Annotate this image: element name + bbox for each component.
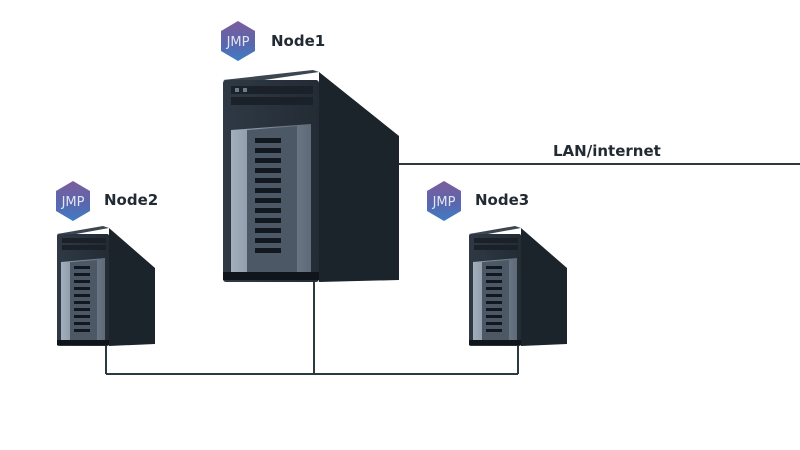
server-tower-icon — [469, 226, 567, 346]
node3-label: Node3 — [475, 191, 529, 209]
link-label: LAN/internet — [553, 142, 661, 160]
jmp-logo-icon — [427, 181, 461, 221]
server-tower-icon — [223, 70, 399, 282]
node2-badge: JMP — [56, 181, 90, 221]
server-tower-icon — [57, 226, 155, 346]
node3-badge-text: JMP — [432, 195, 456, 210]
node1-badge-text: JMP — [226, 35, 250, 50]
node2-badge-text: JMP — [61, 195, 85, 210]
node1-label: Node1 — [271, 32, 325, 50]
node2-label: Node2 — [104, 191, 158, 209]
jmp-logo-icon — [56, 181, 90, 221]
node1[interactable] — [223, 70, 399, 282]
node3-badge: JMP — [427, 181, 461, 221]
jmp-logo-icon — [221, 21, 255, 61]
node3[interactable] — [469, 226, 567, 346]
node2[interactable] — [57, 226, 155, 346]
network-links — [105, 163, 800, 375]
node1-badge: JMP — [221, 21, 255, 61]
